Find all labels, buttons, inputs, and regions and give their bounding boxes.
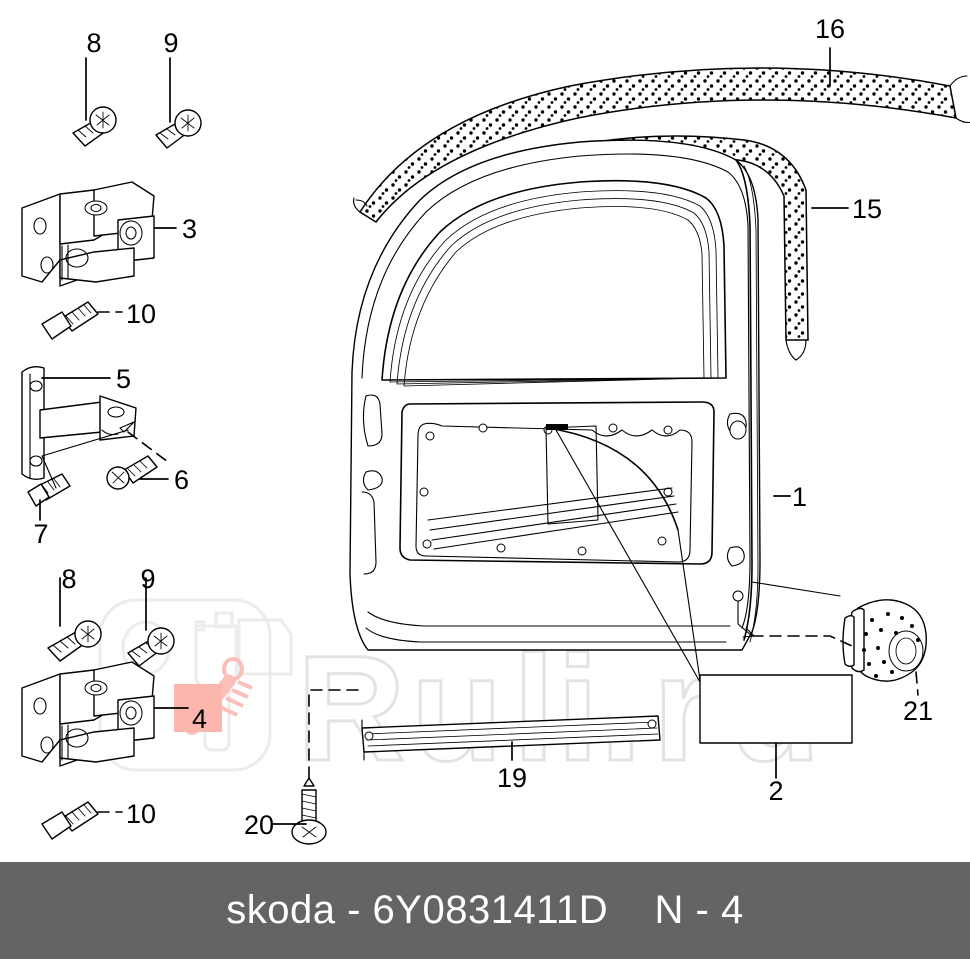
part-10-hinge-screw-lower	[41, 801, 99, 840]
callout-2: 2	[768, 776, 783, 806]
part-20-scraper-screw	[291, 777, 327, 845]
part-2-sealing-foil-panel	[699, 674, 853, 744]
callout-8-top: 8	[86, 28, 101, 58]
part-4-lower-hinge	[21, 661, 155, 767]
callout-15: 15	[852, 194, 882, 224]
part-8-hinge-bolt-top	[72, 106, 117, 147]
callout-8-bot: 8	[61, 564, 76, 594]
callout-21: 21	[903, 696, 933, 726]
part-1-door-shell	[349, 139, 761, 651]
callout-10-top: 10	[126, 299, 156, 329]
callout-3: 3	[182, 214, 197, 244]
footer-bar: skoda - 6Y0831411D N - 4	[0, 862, 970, 959]
callout-4: 4	[192, 704, 207, 734]
leader-lines	[39, 47, 919, 825]
callout-7: 7	[33, 519, 48, 549]
callout-19: 19	[497, 763, 527, 793]
callout-16: 16	[815, 14, 845, 44]
part-21-rubber-grommet	[842, 599, 927, 682]
callout-1: 1	[792, 482, 807, 512]
part-3-upper-hinge	[21, 181, 155, 287]
callout-20: 20	[244, 810, 274, 840]
callout-5: 5	[116, 364, 131, 394]
callout-numbers: 8 9 3 10 5 6 7 8 9 4 10 20 19 2 1 21 15 …	[33, 14, 933, 840]
callout-10-bot: 10	[126, 799, 156, 829]
part-10-hinge-screw-upper	[41, 301, 99, 340]
callout-6: 6	[174, 465, 189, 495]
parts-diagram: 8 9 3 10 5 6 7 8 9 4 10 20 19 2 1 21 15 …	[21, 14, 970, 845]
part-9-hinge-bolt-top	[155, 109, 202, 149]
callout-9-top: 9	[163, 28, 178, 58]
part-19-window-scraper-strip	[361, 715, 661, 761]
part-6-check-strap-bolt	[106, 455, 158, 490]
part-9-hinge-bolt-lower	[127, 627, 175, 667]
part-7-check-strap-screw	[27, 473, 71, 507]
part-16-body-aperture-seal	[353, 67, 970, 223]
callout-9-bot: 9	[140, 564, 155, 594]
footer-part-label: skoda - 6Y0831411D N - 4	[226, 888, 744, 932]
part-8-hinge-bolt-lower	[47, 620, 102, 662]
